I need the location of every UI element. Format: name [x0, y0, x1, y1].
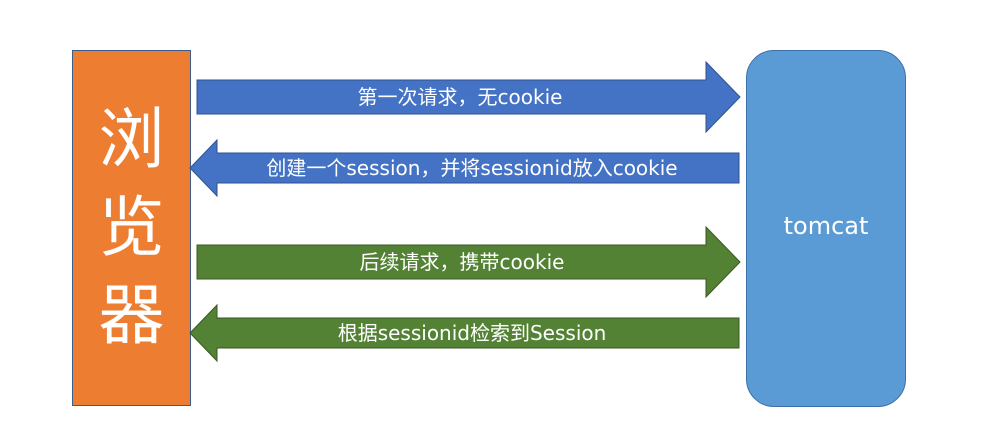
tomcat-label: tomcat [783, 211, 869, 240]
arrow-subsequent-request: 后续请求，携带cookie [196, 225, 741, 299]
tomcat-server-box: tomcat [746, 50, 906, 407]
arrow-first-request: 第一次请求，无cookie [196, 60, 741, 134]
arrow-create-session-shape [189, 138, 740, 198]
arrow-lookup-session-label: 根据sessionid检索到Session [338, 321, 607, 345]
arrow-first-request-label: 第一次请求，无cookie [358, 85, 563, 109]
arrow-lookup-session-shape [189, 303, 740, 363]
browser-label: 浏览器 [98, 101, 165, 354]
arrow-create-session: 创建一个session，并将sessionid放入cookie [189, 138, 740, 198]
arrow-subsequent-request-shape [196, 225, 741, 299]
arrow-first-request-shape [196, 60, 741, 134]
arrow-subsequent-request-label: 后续请求，携带cookie [360, 250, 565, 274]
arrow-create-session-label: 创建一个session，并将sessionid放入cookie [266, 156, 677, 180]
browser-box: 浏览器 [72, 50, 191, 406]
arrow-lookup-session: 根据sessionid检索到Session [189, 303, 740, 363]
